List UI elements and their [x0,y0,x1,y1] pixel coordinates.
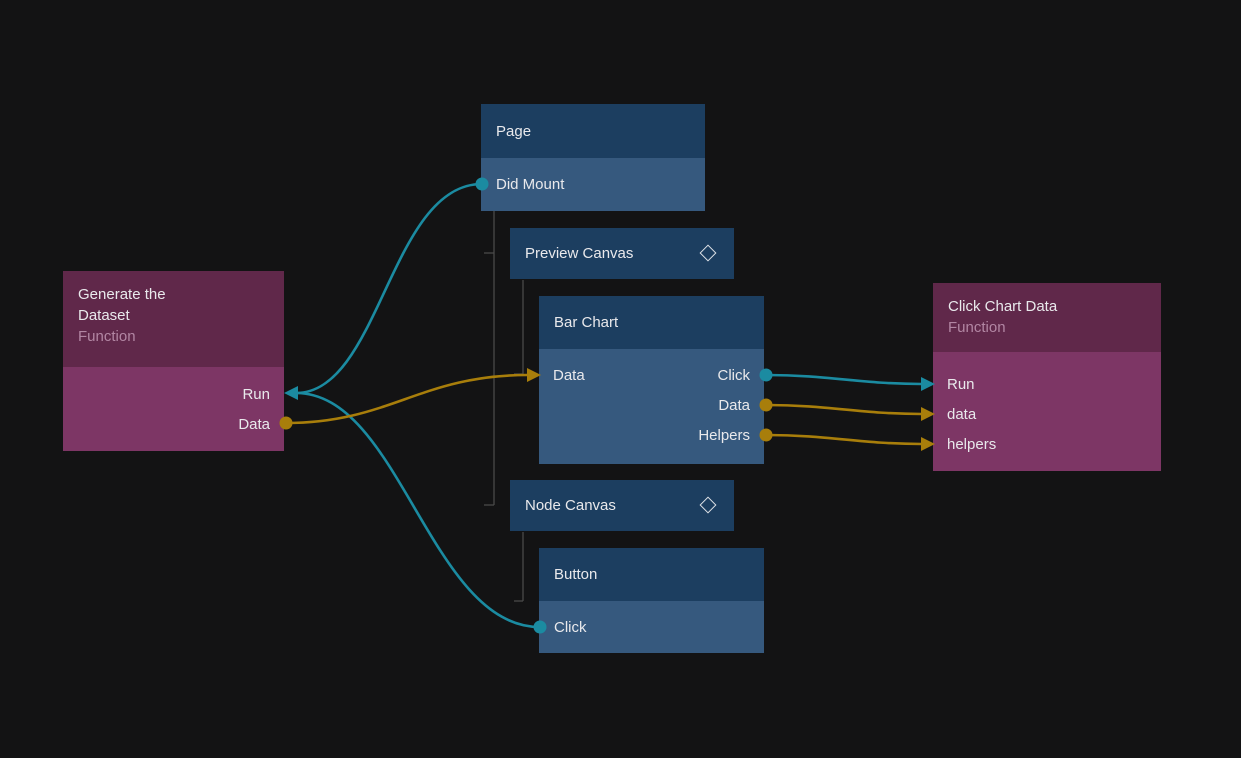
node-title: Click Chart Data [948,298,1058,315]
node-page[interactable]: Page Did Mount [481,104,705,211]
node-subtitle: Function [78,328,136,345]
node-node-canvas-header[interactable]: Node Canvas [510,480,734,531]
node-title: Generate the Dataset [78,286,166,324]
node-page-header[interactable]: Page [481,104,705,158]
node-bar-chart[interactable]: Bar Chart Data Click Data Helpers [539,296,764,464]
port-data-output[interactable]: Data [63,409,284,439]
wire-didmount-to-run[interactable] [295,182,483,395]
node-title: Preview Canvas [525,245,634,262]
port-label: Data [238,415,270,433]
port-label: data [947,405,977,423]
node-preview-canvas[interactable]: Preview Canvas [510,228,734,279]
port-helpers-output[interactable]: Helpers [539,420,764,450]
port-label: Click [554,618,587,636]
node-click-chart-data-ports: Run data helpers [933,352,1161,471]
node-button-header[interactable]: Button [539,548,764,601]
port-run-input[interactable]: Run [933,369,1161,399]
port-label: Did Mount [496,176,565,193]
wire-barclick-to-run[interactable] [765,373,923,386]
node-generate-dataset[interactable]: Generate the Dataset Function Run Data [63,271,284,451]
port-data-input[interactable]: Data [553,366,585,384]
node-bar-chart-ports: Data Click Data Helpers [539,349,764,464]
wire-gendata-to-barchart[interactable] [285,373,529,425]
port-helpers-input[interactable]: helpers [933,429,1161,459]
port-click-output[interactable]: Click [717,366,751,384]
port-label: Data [718,396,750,414]
port-label: Helpers [698,426,750,444]
port-run-output[interactable]: Run [63,379,284,409]
node-generate-dataset-header[interactable]: Generate the Dataset Function [63,271,284,367]
node-node-canvas[interactable]: Node Canvas [510,480,734,531]
node-click-chart-data[interactable]: Click Chart Data Function Run data helpe… [933,283,1161,471]
diamond-icon [699,496,717,513]
port-data-input[interactable]: data [933,399,1161,429]
wire-buttonclick-to-run[interactable] [295,391,541,629]
node-title: Button [554,566,598,583]
node-preview-canvas-header[interactable]: Preview Canvas [510,228,734,279]
port-label: Run [242,385,270,403]
port-did-mount-output[interactable]: Did Mount [481,158,705,211]
port-data-output[interactable]: Data [539,390,764,420]
node-title: Bar Chart [554,314,619,331]
wire-bardata-to-data[interactable] [765,403,923,416]
node-title: Node Canvas [525,497,616,514]
node-subtitle: Function [948,319,1006,336]
node-title: Page [496,122,532,140]
node-button[interactable]: Button Click [539,548,764,653]
port-label: helpers [947,435,997,453]
arrow-run-input [284,386,298,400]
wire-barhelpers-to-helpers[interactable] [765,433,923,446]
port-click-output[interactable]: Click [539,601,764,653]
diamond-icon [699,244,717,261]
node-click-chart-data-header[interactable]: Click Chart Data Function [933,283,1161,352]
node-generate-dataset-ports: Run Data [63,367,284,451]
port-row: Data Click [539,360,764,390]
port-label: Run [947,375,975,393]
node-bar-chart-header[interactable]: Bar Chart [539,296,764,349]
